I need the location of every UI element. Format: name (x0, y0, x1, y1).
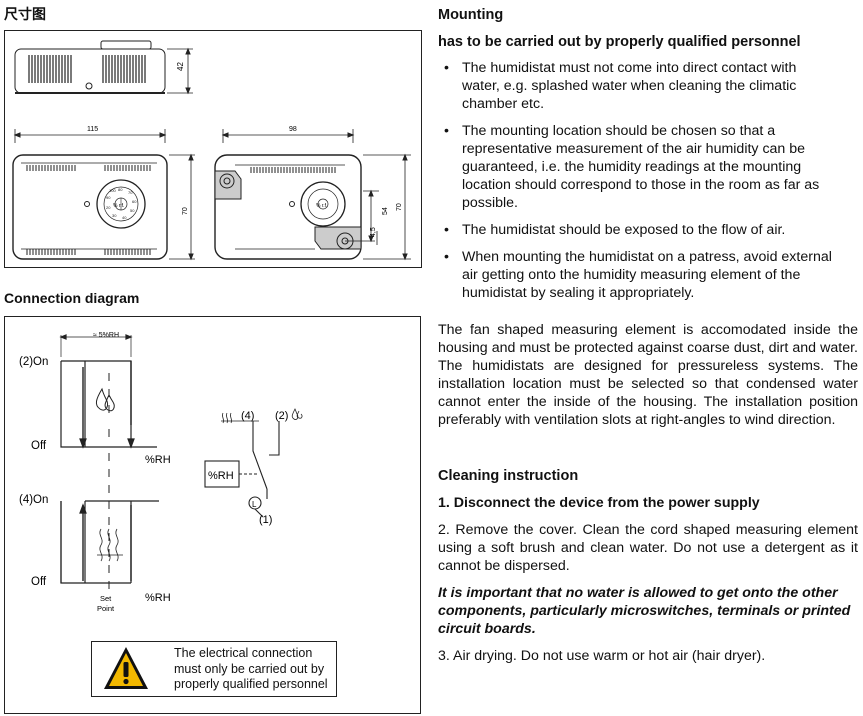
setpoint-label-1: Set (100, 594, 112, 603)
cleaning-title: Cleaning instruction (438, 468, 579, 484)
connection-title: Connection diagram (4, 290, 140, 306)
svg-text:100: 100 (109, 188, 116, 193)
mounting-title: Mounting (438, 7, 504, 23)
off-label-bottom: Off (31, 576, 47, 588)
mounting-bullet-list: The humidistat must not come into direct… (438, 59, 838, 302)
dim-4-5: 4,5 (370, 227, 377, 237)
warning-icon (104, 647, 148, 689)
warning-text: The electrical connection must only be c… (174, 646, 328, 691)
dimension-drawing: 42 115 70 % r.f. 80 70 60 50 40 30 (12, 40, 411, 261)
mounting-bullet: The humidistat must not come into direct… (438, 59, 838, 113)
contact-4-label: (4) (241, 410, 254, 422)
cleaning-step-3: 3. Air drying. Do not use warm or hot ai… (438, 648, 766, 664)
svg-text:90: 90 (106, 195, 111, 200)
dial-center-label: % r.f. (113, 203, 124, 209)
connection-diagram-panel: ≈ 5%RH (2)On Off %RH (4)On Off %RH Set P… (4, 316, 421, 714)
dim-width-back: 98 (289, 126, 297, 133)
x-axis-label-bottom: %RH (145, 592, 171, 604)
cleaning-step-1: 1. Disconnect the device from the power … (438, 495, 760, 511)
sensor-label: %RH (208, 470, 234, 482)
important-note: It is important that no water is allowed… (438, 585, 851, 637)
dimension-drawing-panel: 42 115 70 % r.f. 80 70 60 50 40 30 (4, 30, 422, 268)
dim-54: 54 (382, 207, 389, 215)
connection-diagram: ≈ 5%RH (2)On Off %RH (4)On Off %RH Set P… (19, 332, 303, 613)
dimensions-title: 尺寸图 (4, 6, 46, 22)
cleaning-step-2: 2. Remove the cover. Clean the cord shap… (438, 522, 858, 574)
svg-text:80: 80 (118, 187, 123, 192)
rear-view (214, 129, 411, 261)
hysteresis-graph-bottom (60, 500, 159, 584)
x-axis-label-top: %RH (145, 454, 171, 466)
hysteresis-label: ≈ 5%RH (93, 332, 119, 339)
warning-box: The electrical connection must only be c… (91, 641, 337, 697)
common-symbol: L (252, 500, 257, 509)
on-4-label: (4)On (19, 494, 48, 506)
mounting-bullet: The mounting location should be chosen s… (438, 122, 838, 212)
svg-text:40: 40 (122, 215, 127, 220)
front-view (12, 129, 195, 261)
off-label-top: Off (31, 440, 47, 452)
svg-text:20: 20 (106, 205, 111, 210)
housing-paragraph: The fan shaped measuring element is acco… (438, 322, 858, 428)
dim-height-front: 70 (182, 207, 189, 215)
svg-text:70: 70 (128, 190, 133, 195)
dial-center-label-back: % r.f. (316, 203, 327, 209)
side-view (14, 40, 193, 95)
svg-text:30: 30 (112, 213, 117, 218)
switch-schematic (204, 408, 303, 518)
mounting-section: Mounting has to be carried out by proper… (438, 6, 858, 665)
contact-2-label: (2) (275, 410, 288, 422)
dim-70-back: 70 (396, 203, 403, 211)
svg-text:50: 50 (130, 208, 135, 213)
setpoint-label-2: Point (97, 604, 115, 613)
svg-text:60: 60 (132, 199, 137, 204)
mounting-bullet: The humidistat should be exposed to the … (438, 221, 838, 239)
dim-width-front: 115 (87, 126, 98, 133)
mounting-subtitle: has to be carried out by properly qualif… (438, 34, 801, 50)
mounting-bullet: When mounting the humidistat on a patres… (438, 248, 838, 302)
contact-1-label: (1) (259, 514, 272, 526)
dim-height-side: 42 (176, 62, 185, 71)
dial-scale: 80 70 60 50 40 30 20 90 100 (106, 187, 137, 220)
hysteresis-graph-top (59, 334, 157, 589)
on-2-label: (2)On (19, 356, 48, 368)
